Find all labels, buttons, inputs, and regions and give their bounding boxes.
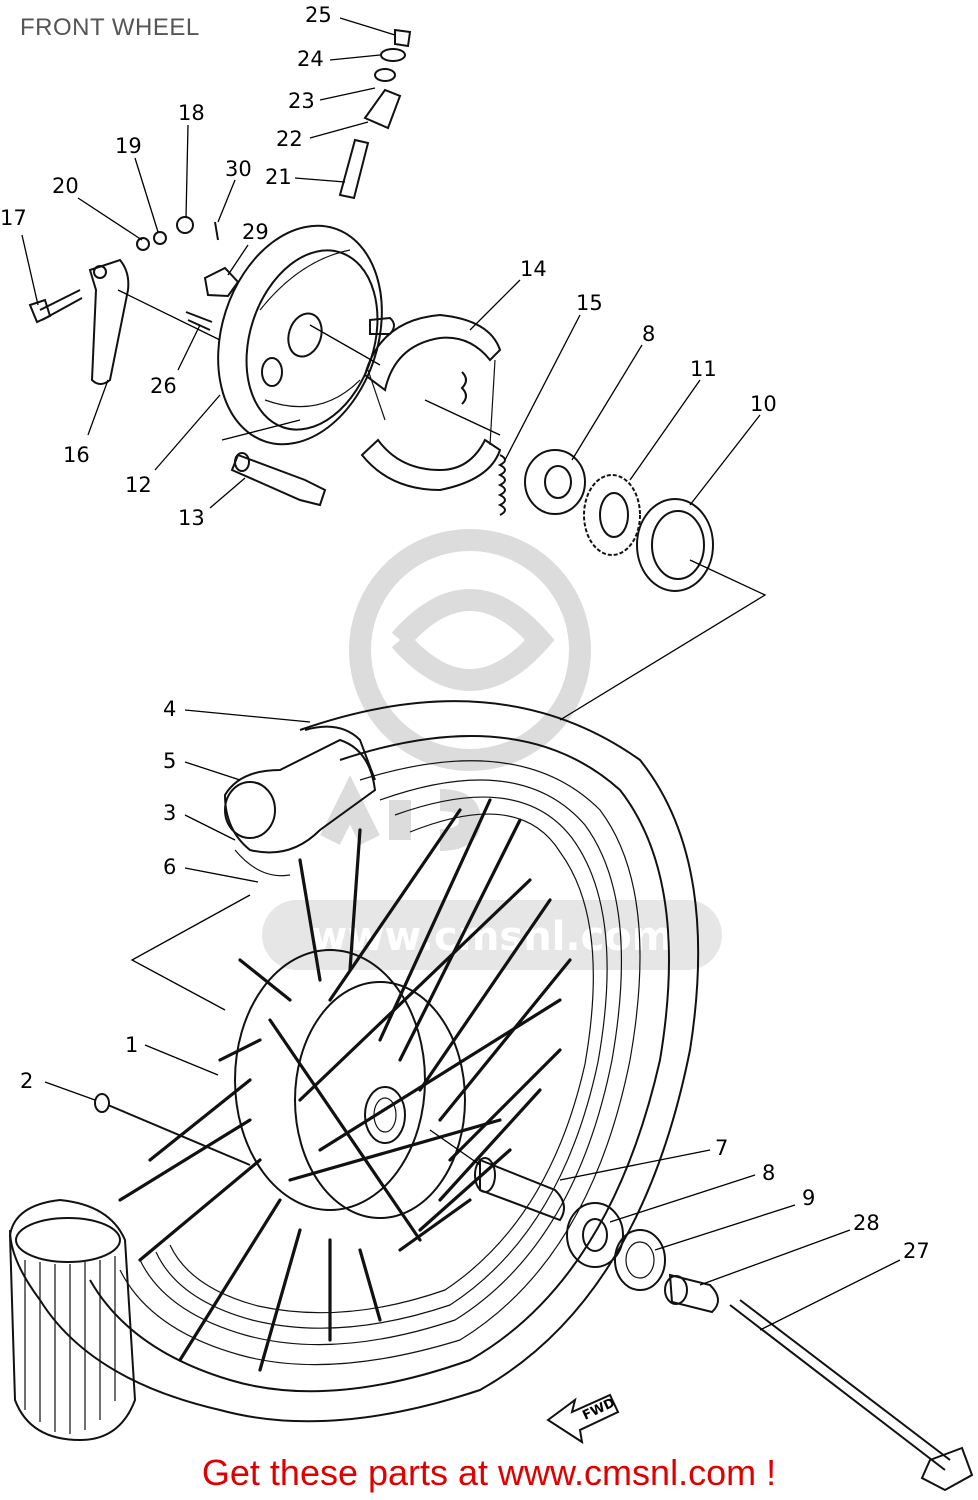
watermark-text: www.cmsnl.com	[311, 914, 674, 960]
fwd-arrow: FWD	[546, 1393, 620, 1445]
gear-11	[583, 474, 641, 556]
spokes	[118, 798, 572, 1372]
brake-plate	[217, 224, 395, 446]
callout-10: 10	[750, 392, 777, 416]
brake-shoes	[360, 313, 502, 492]
callout-19: 19	[115, 134, 142, 158]
brake-arm-16	[88, 258, 130, 385]
speedo-drive-stack	[338, 28, 412, 200]
callout-3: 3	[163, 801, 176, 825]
callout-labels: 25 24 23 22 21 30 18 19 20 17 29 14 15 8…	[0, 3, 930, 1263]
hub	[234, 949, 466, 1219]
spring-15	[497, 454, 506, 516]
watermark-logo	[262, 529, 722, 970]
callout-23: 23	[288, 89, 315, 113]
callout-30: 30	[225, 157, 252, 181]
page-title: FRONT WHEEL	[20, 14, 200, 41]
callout-25: 25	[305, 3, 332, 27]
callout-17: 17	[0, 206, 27, 230]
callout-28: 28	[853, 1211, 880, 1235]
callout-20: 20	[52, 174, 79, 198]
seal-10	[636, 498, 714, 592]
callout-7: 7	[715, 1136, 728, 1160]
callout-6: 6	[163, 855, 176, 879]
leader-lines	[21, 17, 901, 1331]
callout-22: 22	[276, 127, 303, 151]
callout-9: 9	[802, 1186, 815, 1210]
bolt-17	[28, 289, 83, 324]
callout-16: 16	[63, 443, 90, 467]
footer-link[interactable]: Get these parts at www.cmsnl.com !	[201, 1452, 777, 1493]
axle-assembly	[94, 1093, 974, 1492]
camshaft-13	[230, 452, 327, 507]
callout-4: 4	[163, 697, 176, 721]
callout-27: 27	[903, 1239, 930, 1263]
callout-13: 13	[178, 506, 205, 530]
callout-5: 5	[163, 749, 176, 773]
small-hardware	[136, 216, 240, 331]
callout-29: 29	[242, 220, 269, 244]
callout-12: 12	[125, 473, 152, 497]
callout-15: 15	[576, 291, 603, 315]
callout-8-bottom: 8	[762, 1161, 775, 1185]
callout-2: 2	[20, 1069, 33, 1093]
tire	[8, 700, 700, 1442]
callout-11: 11	[690, 357, 717, 381]
callout-24: 24	[297, 47, 324, 71]
callout-18: 18	[178, 101, 205, 125]
callout-8-top: 8	[642, 322, 655, 346]
callout-21: 21	[265, 165, 292, 189]
callout-1: 1	[125, 1033, 138, 1057]
bearing-8-top	[524, 449, 586, 515]
callout-26: 26	[150, 374, 177, 398]
callout-14: 14	[520, 257, 547, 281]
